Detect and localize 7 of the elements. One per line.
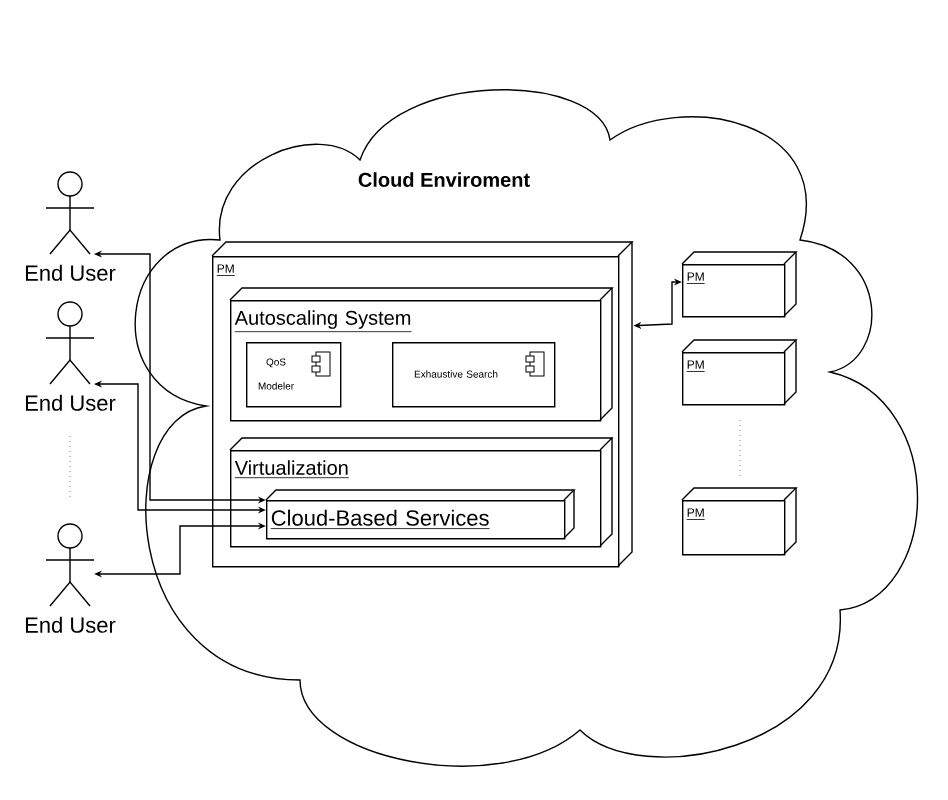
- service-box: Cloud-Based Services: [265, 489, 576, 540]
- user-actor: End User: [25, 523, 116, 633]
- node-label: End User: [25, 264, 116, 281]
- node-label: End User: [25, 394, 116, 411]
- user-actor: End User: [25, 301, 116, 411]
- user-actor: End User: [25, 171, 116, 281]
- node-label: End User: [25, 616, 116, 633]
